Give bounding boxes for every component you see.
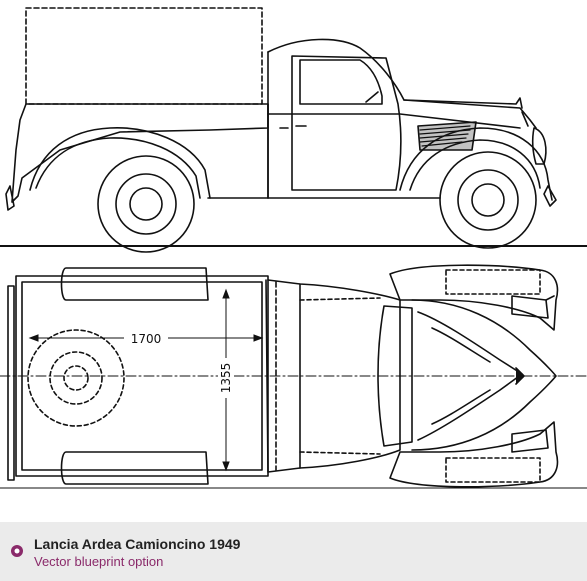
caption-subtitle[interactable]: Vector blueprint option — [34, 554, 164, 569]
rear-fender — [29, 127, 211, 199]
front-wheel — [439, 151, 537, 249]
top-view — [0, 264, 587, 489]
blueprint-drawing: 1700 1355 — [0, 7, 587, 489]
spare-wheel — [27, 329, 125, 427]
length-dimension-label: 1700 — [131, 332, 162, 346]
hood — [403, 97, 523, 109]
side-view — [0, 7, 587, 247]
cab — [267, 38, 537, 129]
canvas-cover-outline — [25, 7, 263, 105]
width-dimension-label: 1355 — [219, 363, 233, 394]
side-window — [299, 59, 383, 105]
circle-bullet-icon — [11, 545, 23, 557]
caption-bar: Lancia Ardea Camioncino 1949 Vector blue… — [0, 522, 587, 581]
cargo-bed-top — [15, 275, 269, 477]
front-fender — [399, 127, 553, 201]
rear-wheel — [97, 155, 195, 253]
hood-top — [411, 299, 557, 451]
cab-top — [267, 279, 401, 473]
caption-title[interactable]: Lancia Ardea Camioncino 1949 — [34, 536, 241, 552]
windshield — [377, 305, 413, 447]
door — [291, 55, 402, 191]
headlight — [531, 127, 547, 165]
